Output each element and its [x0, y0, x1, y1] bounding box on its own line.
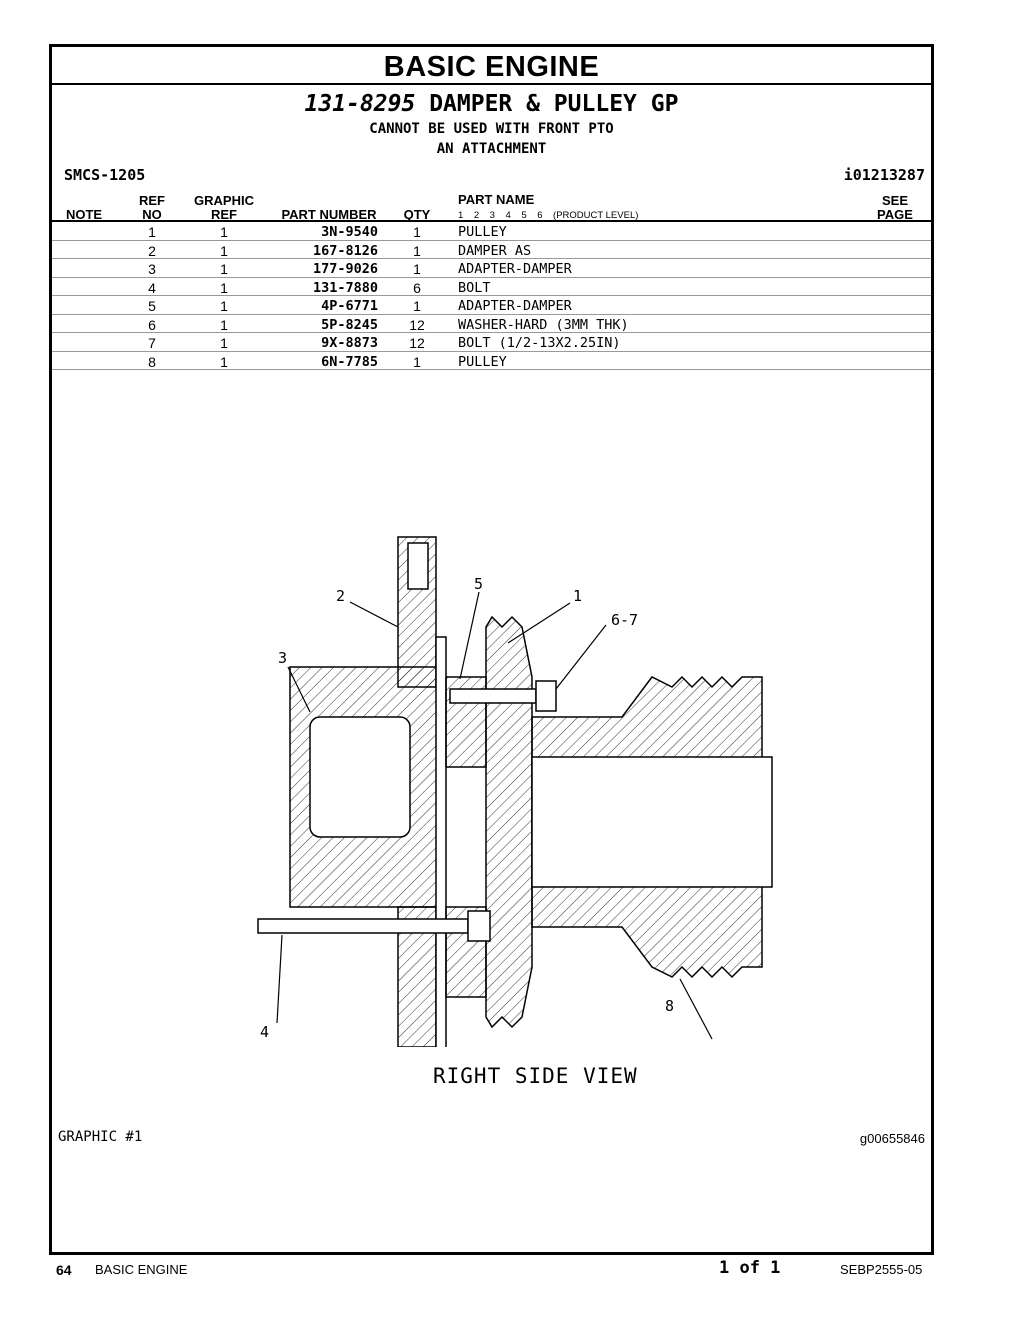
- footer-page-of: 1 of 1: [719, 1258, 781, 1278]
- callout-5: 5: [474, 575, 483, 593]
- row-part-number: 3N-9540: [321, 224, 378, 240]
- row-part-name: DAMPER AS: [458, 242, 532, 259]
- row-ref: 5: [148, 298, 156, 314]
- row-ref: 4: [148, 279, 156, 296]
- row-part-name: WASHER-HARD (3MM THK): [458, 316, 629, 333]
- row-graphic-ref: 1: [220, 316, 228, 333]
- drawing-shapes: [257, 536, 773, 1047]
- header-qty: QTY: [403, 207, 431, 222]
- row-ref: 2: [148, 242, 156, 259]
- row-graphic-ref: 1: [220, 279, 228, 296]
- callout-3: 3: [278, 649, 287, 667]
- callout-2: 2: [336, 587, 345, 605]
- header-product-levels: 1 2 3 4 5 6 (PRODUCT LEVEL): [458, 210, 639, 221]
- group-note-1: CANNOT BE USED WITH FRONT PTO: [369, 121, 614, 137]
- row-qty: 1: [413, 261, 421, 277]
- callout-1: 1: [573, 587, 582, 605]
- row-part-number: 6N-7785: [321, 353, 378, 370]
- row-graphic-ref: 1: [220, 261, 228, 277]
- row-part-name: ADAPTER-DAMPER: [458, 261, 572, 277]
- row-part-name: PULLEY: [458, 224, 507, 240]
- page-frame: BASIC ENGINE 131-8295 DAMPER & PULLEY GP…: [49, 44, 934, 1255]
- table-row: 8 1 6N-7785 1 PULLEY: [52, 352, 931, 370]
- header-graphic-bottom: REF: [211, 207, 237, 222]
- row-ref: 8: [148, 353, 156, 370]
- bolt-4-head: [467, 910, 491, 942]
- row-qty: 12: [409, 335, 425, 351]
- table-row: 1 1 3N-9540 1 PULLEY: [52, 222, 931, 241]
- pulley-bore: [531, 756, 773, 888]
- header-note: NOTE: [65, 207, 103, 222]
- damper-pulley-drawing: 2 5 1 6-7 3 4: [257, 536, 773, 1047]
- row-qty: 1: [413, 224, 421, 240]
- section-title: BASIC ENGINE: [52, 47, 931, 85]
- row-qty: 1: [413, 353, 421, 370]
- row-graphic-ref: 1: [220, 353, 228, 370]
- row-qty: 12: [409, 316, 425, 333]
- table-row: 2 1 167-8126 1 DAMPER AS: [52, 241, 931, 259]
- group-part-number: 131-8295: [304, 91, 416, 117]
- group-note-2: AN ATTACHMENT: [436, 141, 547, 157]
- header-see-bottom: PAGE: [877, 207, 913, 222]
- table-row: 5 1 4P-6771 1 ADAPTER-DAMPER: [52, 296, 931, 315]
- group-title: 131-8295 DAMPER & PULLEY GP: [52, 91, 931, 117]
- callout-6-7: 6-7: [611, 611, 638, 629]
- row-qty: 6: [413, 279, 421, 296]
- row-graphic-ref: 1: [220, 242, 228, 259]
- row-qty: 1: [413, 298, 421, 314]
- callout-labels: 2 5 1 6-7 3 4: [260, 575, 638, 1041]
- graphic-label: GRAPHIC #1: [58, 1129, 143, 1145]
- row-part-number: 4P-6771: [321, 298, 378, 314]
- row-ref: 3: [148, 261, 156, 277]
- row-part-name: ADAPTER-DAMPER: [458, 298, 572, 314]
- table-row: 6 1 5P-8245 12 WASHER-HARD (3MM THK): [52, 315, 931, 333]
- damper-upper-slot: [407, 542, 429, 590]
- group-name: DAMPER & PULLEY GP: [429, 91, 679, 117]
- pulley-1-shape: [485, 615, 533, 1029]
- header-part-name: PART NAME: [458, 192, 535, 207]
- row-ref: 6: [148, 316, 156, 333]
- table-row: 7 1 9X-8873 12 BOLT (1/2-13X2.25IN): [52, 333, 931, 352]
- header-graphic-top: GRAPHIC: [194, 193, 254, 208]
- drawing-caption: RIGHT SIDE VIEW: [433, 1064, 638, 1088]
- row-graphic-ref: 1: [220, 298, 228, 314]
- header-part-number: PART NUMBER: [281, 207, 377, 222]
- footer-page-number: 64: [56, 1262, 72, 1278]
- illustration-id: i01213287: [843, 166, 925, 184]
- row-qty: 1: [413, 242, 421, 259]
- footer-doc-number: SEBP2555-05: [840, 1262, 923, 1277]
- row-part-name: BOLT (1/2-13X2.25IN): [458, 335, 621, 351]
- footer-title: BASIC ENGINE: [95, 1262, 188, 1277]
- bolt-7-head: [535, 680, 557, 712]
- smcs-code: SMCS-1205: [64, 166, 146, 184]
- row-part-number: 167-8126: [312, 242, 378, 259]
- row-part-number: 5P-8245: [321, 316, 378, 333]
- table-row: 4 1 131-7880 6 BOLT: [52, 278, 931, 296]
- row-graphic-ref: 1: [220, 224, 228, 240]
- header-rule: [52, 220, 931, 222]
- adapter-cavity: [309, 716, 411, 838]
- row-ref: 1: [148, 224, 156, 240]
- bolt-7-shape: [449, 688, 537, 704]
- row-part-number: 131-7880: [312, 279, 378, 296]
- header-ref-top: REF: [139, 193, 165, 208]
- graphic-id: g00655846: [859, 1131, 925, 1146]
- callout-8: 8: [665, 997, 675, 1015]
- row-part-number: 177-9026: [312, 261, 378, 277]
- row-part-name: PULLEY: [458, 353, 507, 370]
- table-row: 3 1 177-9026 1 ADAPTER-DAMPER: [52, 259, 931, 278]
- row-part-number: 9X-8873: [321, 335, 378, 351]
- row-graphic-ref: 1: [220, 335, 228, 351]
- callout-4: 4: [260, 1023, 269, 1041]
- bolt-4-shape: [257, 918, 469, 934]
- row-ref: 7: [148, 335, 156, 351]
- damper-plate: [435, 636, 447, 1047]
- header-see-top: SEE: [881, 193, 908, 208]
- damper-lower-shape: [397, 906, 437, 1047]
- header-ref-bottom: NO: [142, 207, 162, 222]
- leader-lines: [276, 591, 713, 1040]
- row-part-name: BOLT: [458, 279, 491, 296]
